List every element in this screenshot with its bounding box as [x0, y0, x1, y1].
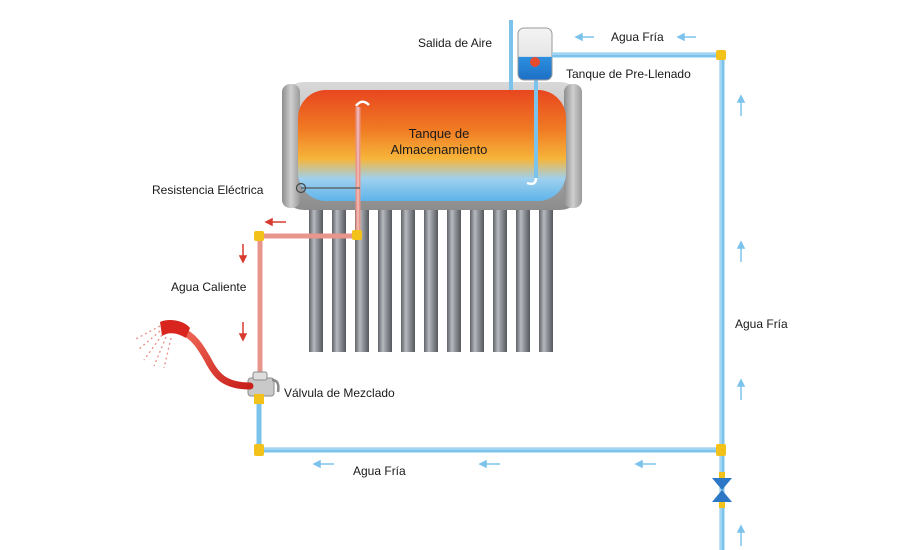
joint: [254, 231, 264, 241]
vacuum-tube: [447, 205, 461, 352]
pipe-joints: [254, 50, 726, 456]
arrow-left-icon: [574, 32, 594, 42]
electric-resistance: [295, 182, 360, 194]
vacuum-tube: [401, 205, 415, 352]
arrow-up-icon: [736, 378, 746, 400]
vacuum-tube: [470, 205, 484, 352]
arrow-left-icon: [634, 459, 656, 469]
tank-end-cap-left: [282, 84, 300, 208]
cold-pipe-highlights: [259, 53, 722, 550]
joint: [254, 444, 264, 456]
hot-flow-arrows: [238, 217, 286, 342]
arrow-left-icon: [478, 459, 500, 469]
inlet-hook-icon: [526, 177, 538, 186]
joint: [716, 50, 726, 60]
cold-water-right-label: Agua Fría: [735, 317, 788, 331]
prefill-tank: [517, 27, 553, 81]
arrow-left-icon: [312, 459, 334, 469]
vacuum-tube: [516, 205, 530, 352]
air-outlet-label: Salida de Aire: [418, 36, 493, 50]
storage-tank-label-line1: Tanque de: [408, 126, 470, 141]
vacuum-tube: [424, 205, 438, 352]
storage-tank-label: Tanque de Almacenamiento: [359, 126, 519, 158]
arrow-left-icon: [264, 217, 286, 227]
vacuum-tubes: [309, 205, 553, 352]
vacuum-tube: [539, 205, 553, 352]
vacuum-tube: [355, 205, 369, 352]
water-spray: [133, 325, 172, 369]
arrow-up-icon: [736, 240, 746, 262]
vacuum-tube: [493, 205, 507, 352]
hot-water-label: Agua Caliente: [171, 280, 247, 294]
prefill-tank-label: Tanque de Pre-Llenado: [566, 67, 691, 81]
arrow-down-icon: [238, 244, 248, 264]
vacuum-tube: [332, 205, 346, 352]
cold-flow-arrows: [312, 32, 746, 546]
cold-water-pipes: [256, 52, 725, 550]
float-valve-icon: [530, 57, 540, 67]
resistance-icon: [295, 182, 307, 194]
shower-icon: [160, 320, 190, 338]
vacuum-tube: [309, 205, 323, 352]
arrow-up-icon: [736, 524, 746, 546]
electric-resistance-label: Resistencia Eléctrica: [152, 183, 264, 197]
arrow-down-icon: [238, 322, 248, 342]
arrow-up-icon: [736, 94, 746, 116]
check-valve-icon: [712, 472, 732, 508]
joint: [352, 230, 362, 240]
mixing-valve-label: Válvula de Mezclado: [284, 386, 395, 400]
joint: [716, 444, 726, 456]
tank-water: [298, 90, 566, 201]
vacuum-tube: [378, 205, 392, 352]
cold-water-top-label: Agua Fría: [611, 30, 664, 44]
arrow-left-icon: [676, 32, 696, 42]
hot-water-pipes: [257, 233, 358, 380]
storage-tank-label-line2: Almacenamiento: [390, 142, 488, 157]
outlet-hook-icon: [355, 100, 370, 107]
shower-hose: [176, 326, 254, 390]
valve-icon: [247, 371, 280, 404]
cold-water-bottom-label: Agua Fría: [353, 464, 406, 478]
tank-end-cap-right: [564, 84, 582, 208]
